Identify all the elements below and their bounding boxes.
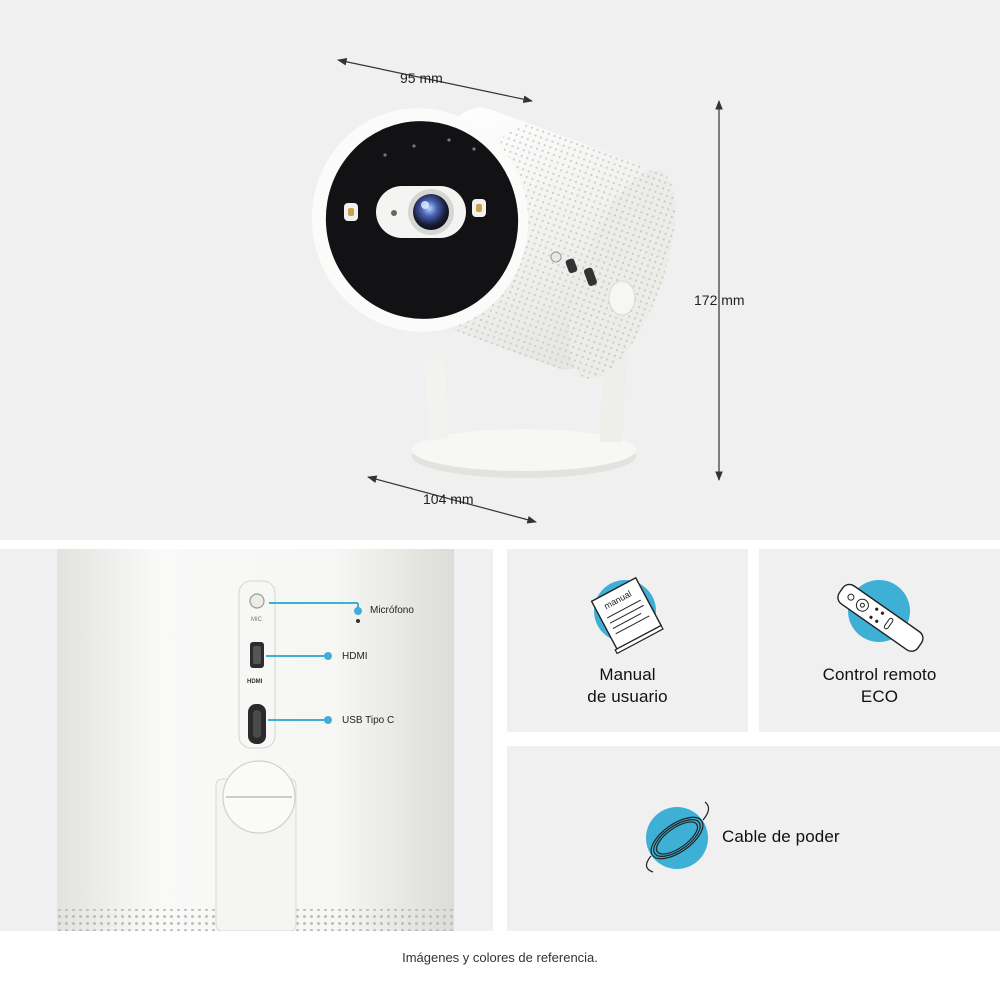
power-cable-label: Cable de poder: [722, 827, 840, 846]
remote-label-line1: Control remoto: [822, 665, 937, 684]
base-dimension-label: 104 mm: [423, 491, 474, 507]
power-cable-icon: [645, 801, 710, 873]
manual-label-line1: Manual: [599, 665, 656, 684]
product-dimensions-panel: 95 mm 172 mm 104 mm: [0, 0, 1000, 540]
remote-label-line2: ECO: [860, 687, 899, 706]
manual-icon: manual: [590, 576, 664, 655]
projector-back-illustration: MIC HDMI: [57, 549, 454, 931]
manual-label-line2: de usuario: [587, 687, 668, 706]
remote-control-icon: [837, 580, 924, 652]
base-dimension-arrow: [367, 475, 537, 524]
manual-panel: manual: [507, 549, 748, 732]
width-dimension-label: 95 mm: [400, 70, 443, 86]
cable-panel: [507, 746, 1000, 931]
hdmi-label: HDMI: [342, 651, 368, 662]
ports-panel: MIC HDMI: [0, 549, 493, 931]
hdmi-print: HDMI: [247, 679, 263, 685]
width-dimension-arrow: [337, 58, 533, 103]
mic-print: MIC: [251, 617, 263, 623]
microphone-label: Micrófono: [370, 605, 414, 616]
remote-panel: [759, 549, 1000, 732]
height-dimension-label: 172 mm: [694, 292, 745, 308]
projector-illustration: [311, 58, 723, 524]
reference-footnote: Imágenes y colores de referencia.: [402, 950, 598, 965]
usb-c-label: USB Tipo C: [342, 715, 395, 726]
